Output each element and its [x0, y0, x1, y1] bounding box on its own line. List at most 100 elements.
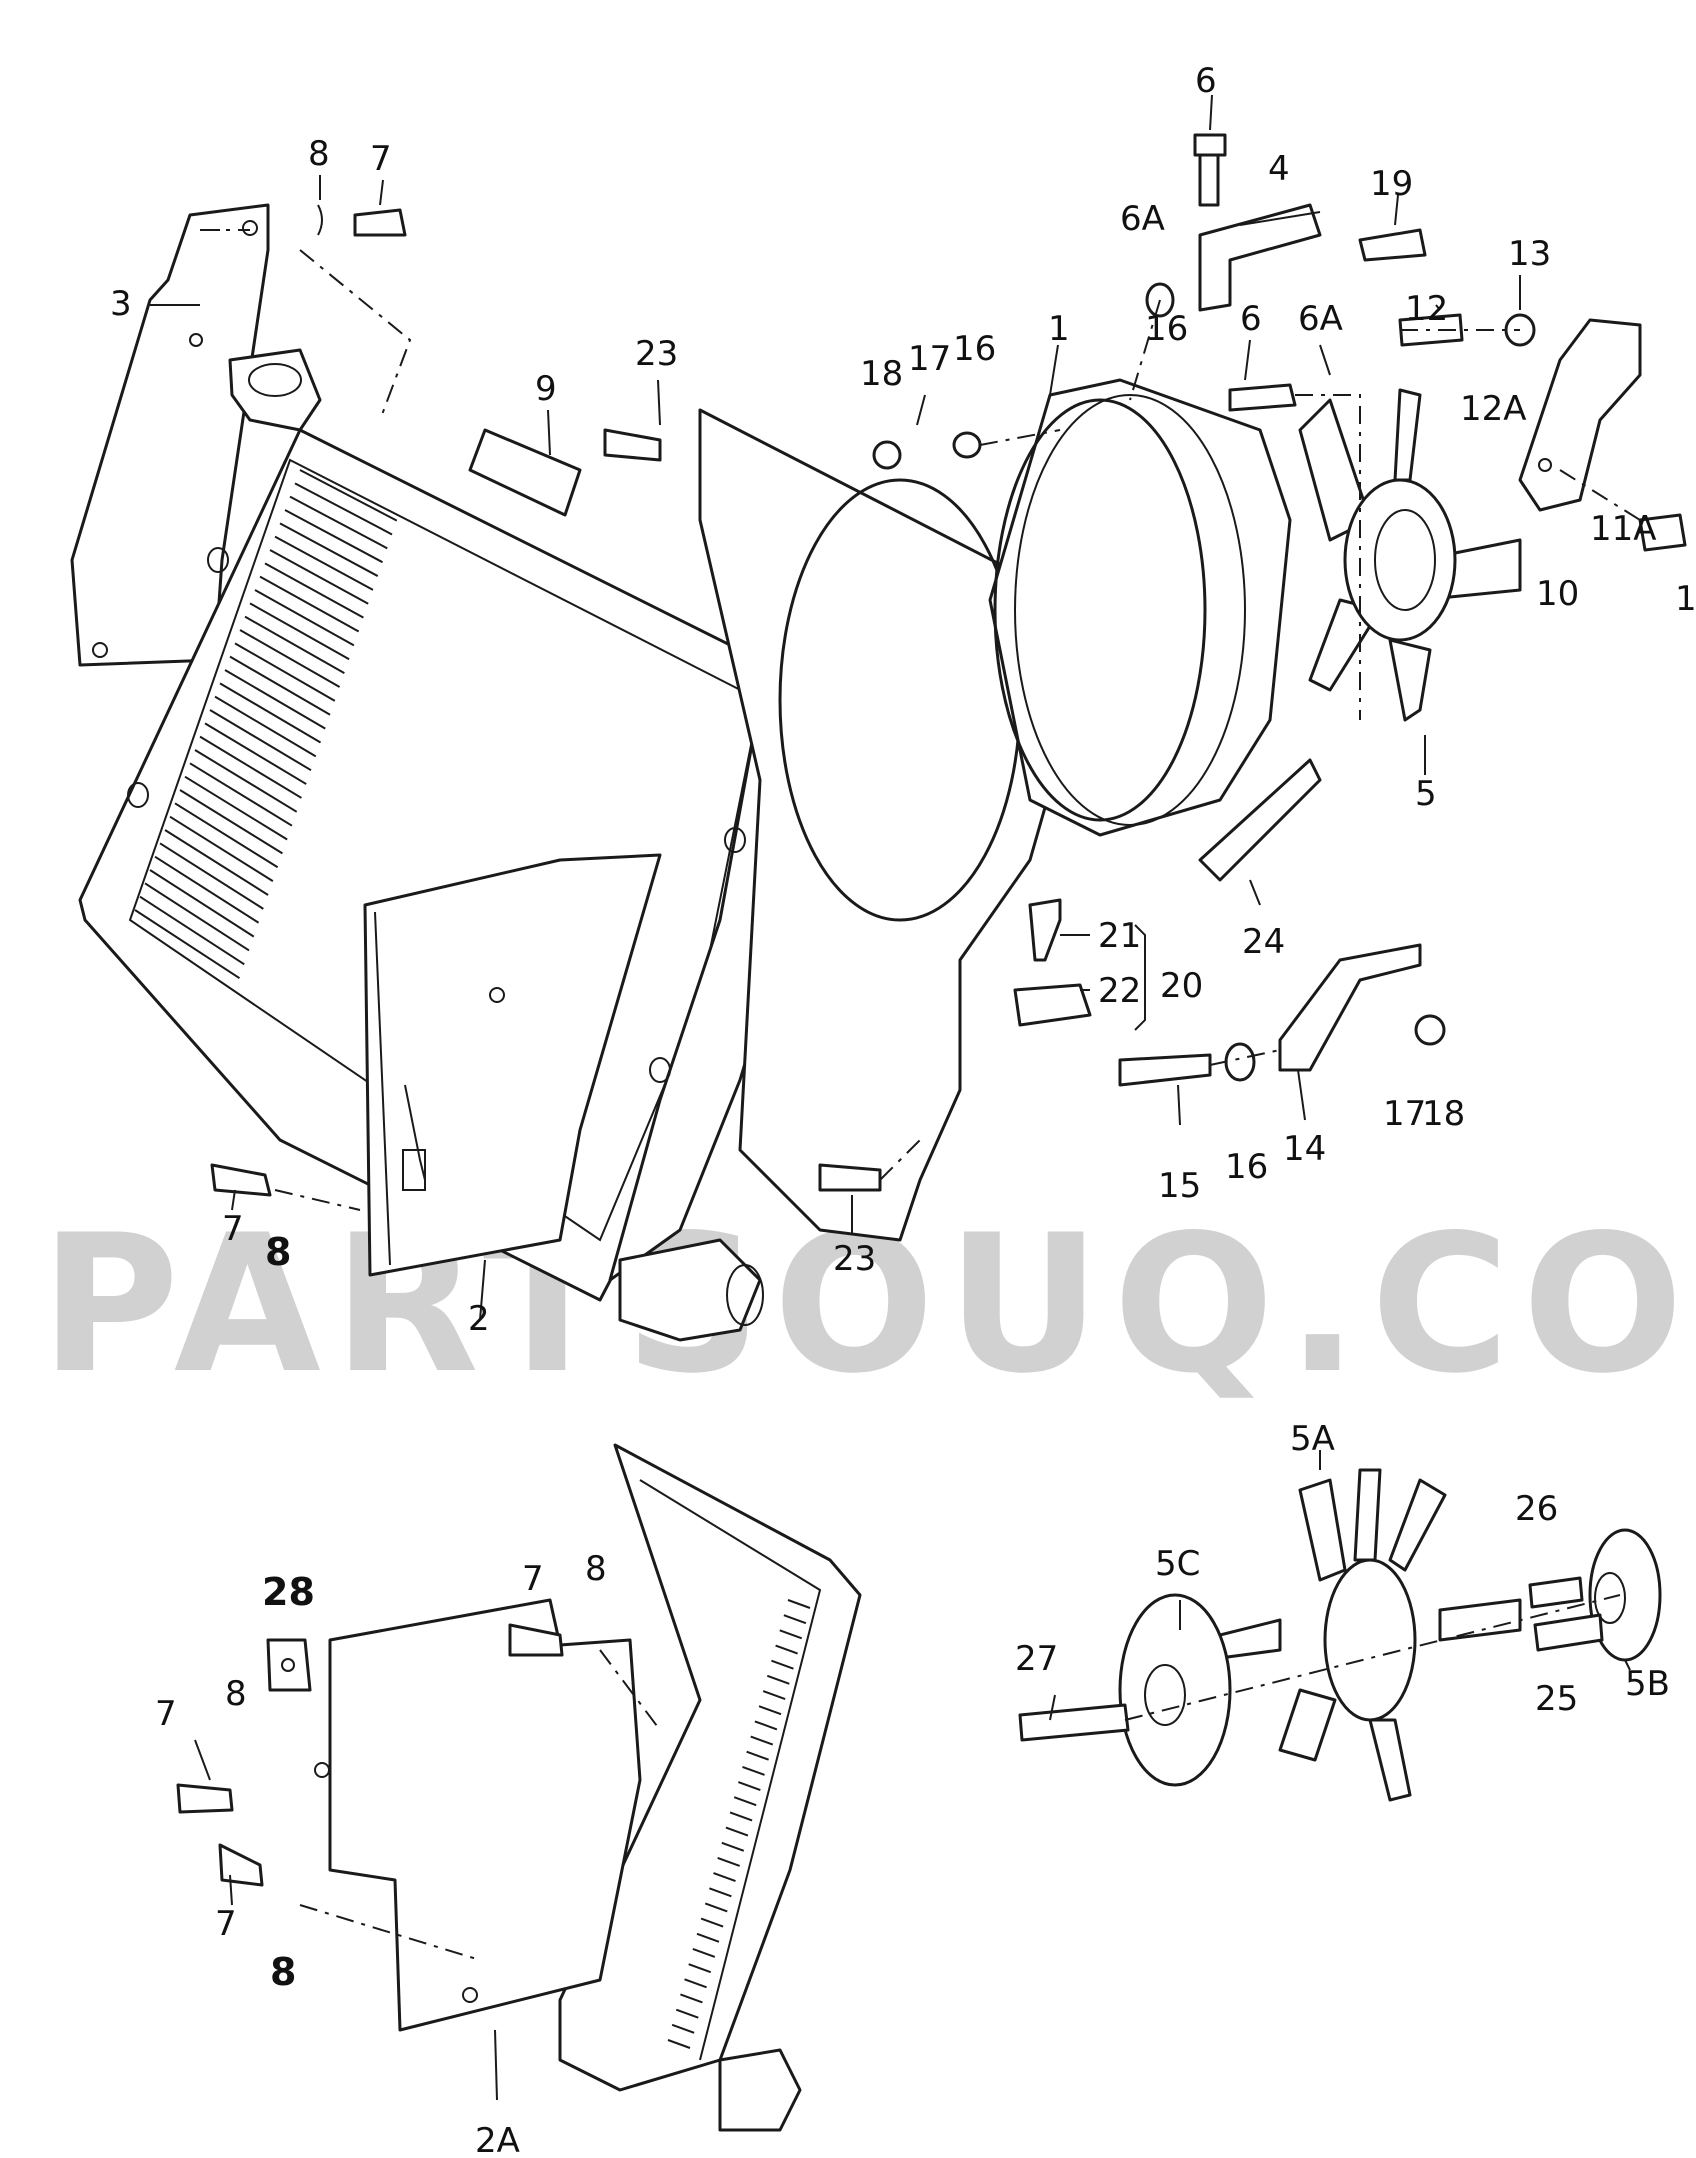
label-9: 9: [535, 369, 557, 409]
fin-line: [209, 709, 312, 772]
label-5b: 5B: [1625, 1664, 1670, 1704]
label-16c: 16: [1225, 1147, 1268, 1187]
label-2: 2: [468, 1299, 490, 1339]
fin-line-lower: [742, 1765, 765, 1776]
leader-lines: [150, 94, 1631, 2101]
label-1: 1: [1048, 309, 1070, 349]
fan-part-5: [1298, 388, 1522, 722]
fin-line-lower: [709, 1887, 732, 1898]
cover-plate-part-2: [363, 853, 662, 1277]
label-7a: 7: [370, 139, 392, 179]
radiator-variant-part-2a: [314, 1443, 862, 2132]
label-12a: 12A: [1460, 389, 1527, 429]
fin-line: [144, 882, 250, 952]
fin-line: [244, 615, 345, 675]
label-16a: 16: [1145, 309, 1188, 349]
fin-line-lower: [762, 1690, 786, 1700]
fin-line: [299, 469, 398, 522]
fin-line-lower: [684, 1978, 707, 1989]
fin-line: [169, 815, 274, 882]
label-22: 22: [1098, 971, 1141, 1011]
label-6a: 6A: [1120, 199, 1165, 239]
label-5a: 5A: [1290, 1419, 1335, 1459]
fin-line: [214, 695, 317, 758]
fin-line: [269, 549, 369, 605]
label-13: 13: [1508, 234, 1551, 274]
label-10: 10: [1536, 574, 1579, 614]
label-8c: 8: [585, 1549, 607, 1589]
label-12: 12: [1405, 289, 1448, 329]
foam-strip-part-9: [468, 428, 582, 517]
label-5: 5: [1415, 774, 1437, 814]
radiator-fins: [134, 469, 398, 980]
fin-line-lower: [671, 2023, 695, 2034]
label-17a: 17: [908, 339, 951, 379]
fin-line-lower: [754, 1720, 778, 1731]
fin-line-lower: [733, 1796, 757, 1807]
fin-line-lower: [738, 1781, 761, 1792]
fin-line: [139, 895, 245, 966]
fin-line: [274, 535, 374, 591]
fin-line-lower: [729, 1811, 753, 1822]
fan-shroud-frame: [698, 378, 1292, 1242]
fin-line: [159, 842, 264, 910]
label-25: 25: [1535, 1679, 1578, 1719]
fin-line: [219, 682, 322, 744]
label-15: 15: [1158, 1166, 1201, 1206]
fin-line-lower: [680, 1993, 703, 2004]
fin-line: [149, 869, 255, 938]
label-16b: 16: [953, 329, 996, 369]
fin-line: [154, 855, 260, 924]
bracket-part-4: [1198, 203, 1322, 312]
fin-line: [259, 575, 360, 633]
fin-line: [199, 735, 302, 799]
label-20: 20: [1160, 966, 1203, 1006]
label-7c: 7: [522, 1559, 544, 1599]
label-21: 21: [1098, 916, 1141, 956]
fin-line: [254, 589, 355, 647]
label-6: 6: [1195, 61, 1217, 101]
fin-line: [249, 602, 350, 661]
label-8b: 8: [265, 1230, 291, 1274]
fin-line: [279, 522, 379, 577]
viscous-coupling-5c: [1118, 1593, 1232, 1787]
fin-line-lower: [775, 1644, 798, 1655]
fin-line-lower: [688, 1963, 712, 1974]
label-5c: 5C: [1155, 1544, 1200, 1584]
fin-line-lower: [787, 1599, 811, 1609]
label-17b: 17: [1383, 1094, 1426, 1134]
fin-line: [179, 789, 283, 855]
fin-line-lower: [696, 1932, 720, 1943]
clip-part-28: [266, 1638, 312, 1692]
fin-line-lower: [779, 1629, 803, 1640]
radiator-fins-lower: [667, 1599, 811, 2049]
fin-line-lower: [766, 1674, 790, 1685]
fasteners: [210, 133, 1687, 1197]
fin-line: [229, 655, 331, 716]
fin-line-lower: [721, 1841, 745, 1852]
part-labels: 6 4 6A 19 13 6A 12 1 6 16 12A 23 18 17 1…: [110, 61, 1696, 2158]
label-7e: 7: [215, 1904, 237, 1944]
label-8a: 8: [308, 134, 330, 174]
label-26: 26: [1515, 1489, 1558, 1529]
fin-line: [224, 669, 326, 730]
fin-line: [134, 909, 241, 980]
label-2a: 2A: [475, 2121, 520, 2158]
label-14: 14: [1283, 1129, 1326, 1169]
label-6-2: 6: [1240, 299, 1262, 339]
seal-strip-part-24: [1198, 758, 1322, 882]
fin-line-lower: [746, 1750, 769, 1761]
fin-line: [289, 495, 388, 550]
fin-line-lower: [700, 1917, 724, 1928]
label-11: 11: [1675, 579, 1696, 619]
fin-line: [284, 509, 383, 564]
label-24: 24: [1242, 922, 1285, 962]
label-11a: 11A: [1590, 509, 1657, 549]
fin-line-lower: [675, 2008, 699, 2019]
fin-line: [174, 802, 279, 869]
fin-line-lower: [771, 1659, 794, 1670]
label-7d: 7: [155, 1694, 177, 1734]
fin-line: [239, 629, 341, 688]
fin-line-lower: [725, 1826, 749, 1837]
